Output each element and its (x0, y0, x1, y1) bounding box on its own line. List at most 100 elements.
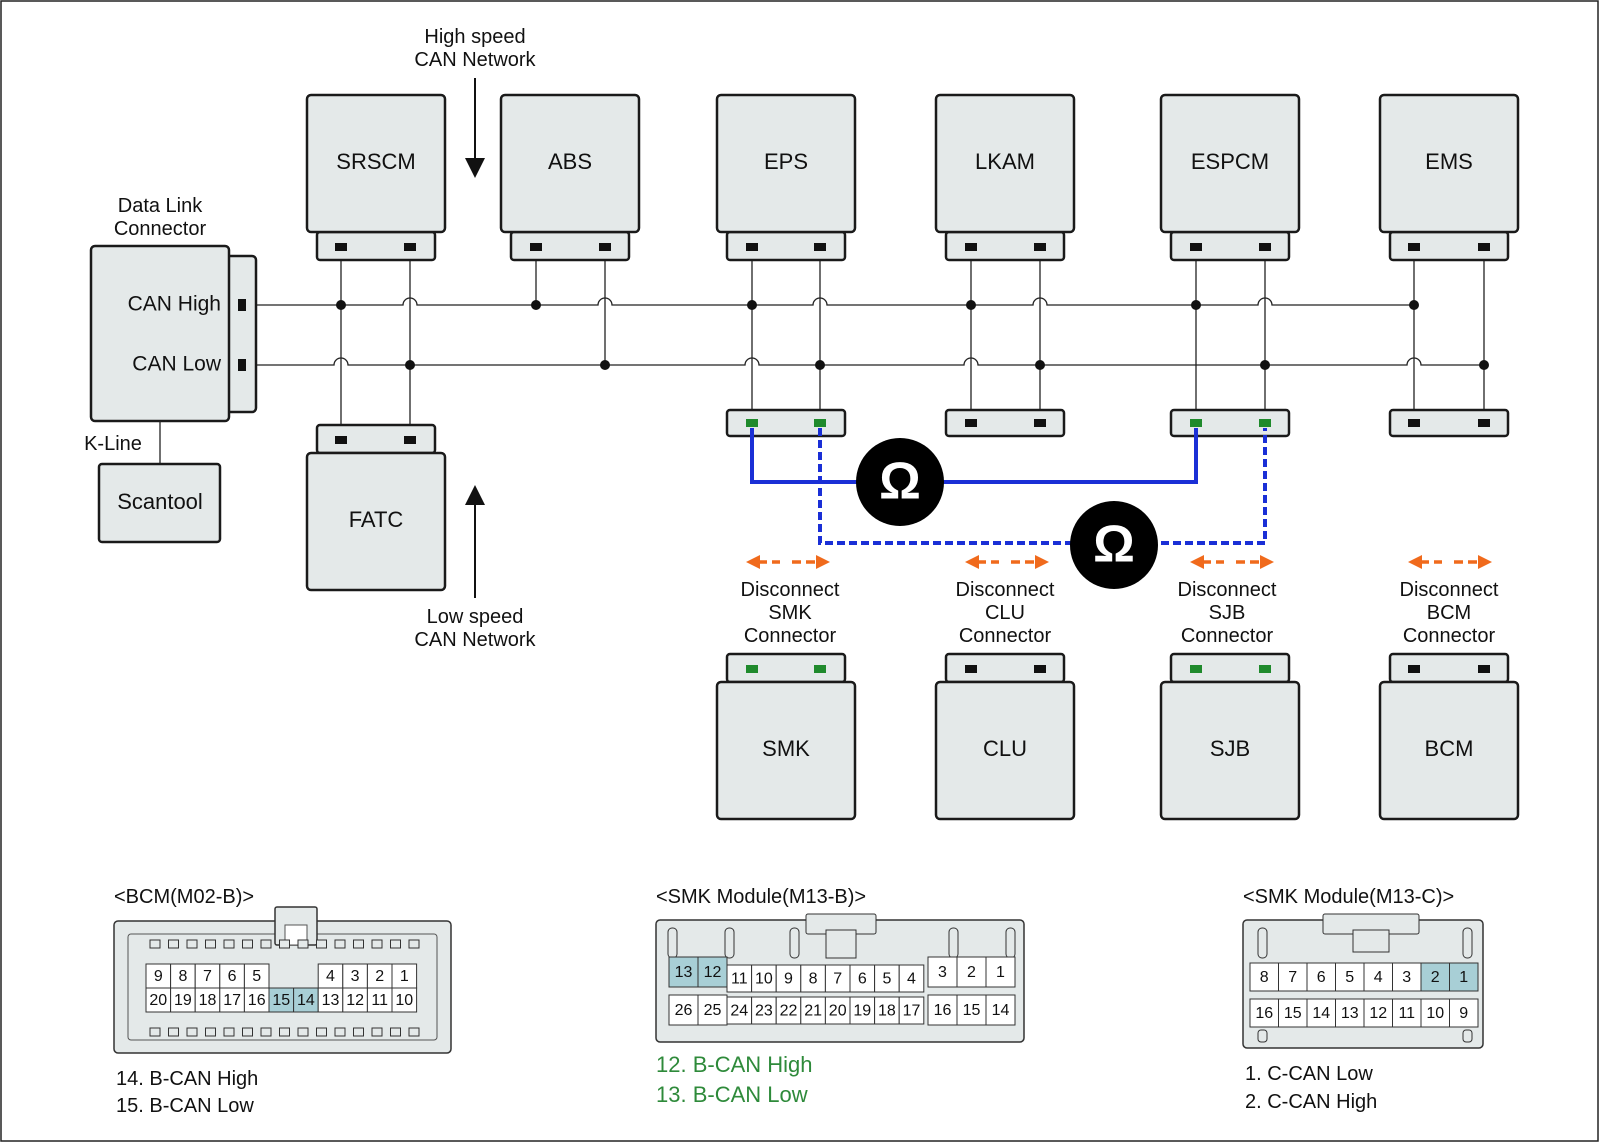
bcm-connector-title: <BCM(M02-B)> (114, 886, 254, 908)
bcm-pin-15 (268, 987, 295, 1013)
clu-harness-connector (944, 408, 1066, 438)
abs-label: ABS (548, 149, 592, 174)
bcm-label: BCM (1425, 736, 1474, 761)
bcm-tooth (279, 939, 290, 949)
module-smk: SMK (715, 652, 857, 821)
smk-b-pin-8 (800, 964, 826, 993)
smk-b-pin-16-label: 16 (934, 1002, 952, 1019)
bcm-tooth (260, 1027, 272, 1037)
svg-text:Disconnect: Disconnect (1400, 579, 1499, 601)
bcm-tooth (223, 939, 235, 949)
bcm-pin-17 (219, 987, 245, 1013)
ohmmeter-icon-2 (1070, 501, 1158, 589)
bcm-pin-4 (317, 963, 344, 989)
smk-b-pin-2 (956, 956, 987, 988)
smk-c-pin-11-label: 11 (1398, 1005, 1415, 1022)
ohmmeter-symbol: Ω (879, 453, 921, 511)
smk-c-connector-title: <SMK Module(M13-C)> (1243, 886, 1454, 908)
smk-c-pin-2 (1420, 962, 1450, 992)
smk-c-pin-5-label: 5 (1345, 969, 1354, 986)
bcm-pin-20-label: 20 (149, 992, 167, 1009)
svg-text:Disconnect: Disconnect (956, 579, 1055, 601)
bcm-pin-5-label: 5 (252, 968, 261, 985)
bcm-pin-3-label: 3 (351, 968, 360, 985)
resistance-measurement: Ω Ω (750, 428, 1267, 589)
smk-c-pin-15-label: 15 (1284, 1005, 1302, 1022)
bcm-pin-20 (145, 987, 172, 1013)
smk-b-pin-21 (800, 996, 826, 1025)
smk-b-pin-24 (726, 996, 753, 1025)
smk-b-pin-23-label: 23 (755, 1003, 773, 1020)
smk-b-pin-17 (898, 996, 925, 1025)
bcm-tooth (408, 1027, 420, 1037)
bcm-pin-16-label: 16 (248, 992, 266, 1009)
smk-c-pin-6-label: 6 (1317, 969, 1326, 986)
bcm-tooth (408, 939, 420, 949)
smk-b-pin-4 (898, 964, 925, 993)
bcm-pin-8-label: 8 (178, 968, 187, 985)
smk-c-pin-15 (1278, 998, 1308, 1028)
smk-c-pin-16-label: 16 (1255, 1005, 1273, 1022)
high-speed-label: High speed (424, 26, 525, 48)
smk-b-pin-19-label: 19 (853, 1003, 871, 1020)
bcm-pin-12-label: 12 (346, 992, 364, 1009)
sjb-label: SJB (1210, 736, 1250, 761)
lkam-label: LKAM (975, 149, 1035, 174)
smk-b-pin-1 (985, 956, 1016, 988)
bcm-tooth (297, 1027, 309, 1037)
bcm-harness-connector (1388, 408, 1510, 438)
smk-b-pin-24-label: 24 (730, 1003, 748, 1020)
bcm-tooth (186, 1027, 198, 1037)
smk-b-pin-2-label: 2 (967, 964, 976, 981)
bcm-pin-13 (317, 987, 344, 1013)
svg-text:Connector: Connector (959, 625, 1052, 647)
bcm-pin-18-label: 18 (199, 992, 217, 1009)
module-lkam: LKAM (934, 93, 1076, 262)
smk-b-pin-20 (824, 996, 851, 1025)
bcm-pin-11-label: 11 (371, 992, 388, 1009)
smk-b-pin-14 (985, 994, 1016, 1026)
bcm-pin-14-label: 14 (297, 992, 315, 1009)
smk-b-pin-12-label: 12 (704, 964, 722, 981)
bcm-legend-2: 15. B-CAN Low (116, 1095, 254, 1117)
low-speed-label: Low speed (427, 606, 524, 628)
measurement-wire-high (750, 428, 1198, 484)
smk-b-legend-1: 12. B-CAN High (656, 1052, 813, 1077)
bcm-tooth (316, 939, 327, 949)
smk-c-pin-3 (1392, 962, 1422, 992)
smk-b-pin-10-label: 10 (755, 971, 773, 988)
bcm-tooth (205, 1027, 216, 1037)
bcm-pin-12 (342, 987, 368, 1013)
module-ems: EMS (1378, 93, 1520, 262)
bcm-pin-1-label: 1 (400, 968, 409, 985)
smk-b-pin-21-label: 21 (804, 1003, 822, 1020)
bcm-pin-10-label: 10 (395, 992, 413, 1009)
bcm-pin-4-label: 4 (326, 968, 335, 985)
smk-c-legend-2: 2. C-CAN High (1245, 1091, 1377, 1113)
bcm-tooth (316, 1027, 327, 1037)
disconnect-arrows (746, 555, 1492, 569)
svg-text:Disconnect: Disconnect (1178, 579, 1277, 601)
fatc-label: FATC (349, 507, 404, 532)
low-speed-label-2: CAN Network (414, 629, 536, 651)
high-speed-label-2: CAN Network (414, 49, 536, 71)
dlc-can-low-label: CAN Low (132, 353, 222, 376)
smk-c-pin-2-label: 2 (1431, 969, 1440, 986)
measurement-wire-low (818, 428, 1267, 545)
smk-c-pin-11 (1392, 998, 1422, 1028)
bcm-tooth (371, 939, 383, 949)
bcm-tooth (390, 939, 401, 949)
smk-c-pin-5 (1335, 962, 1365, 992)
smk-b-pin-3-label: 3 (938, 964, 947, 981)
bcm-pin-6-label: 6 (228, 968, 237, 985)
scantool-box (97, 462, 222, 544)
smk-b-legend-2: 13. B-CAN Low (656, 1082, 808, 1107)
bcm-tooth (390, 1027, 401, 1037)
smk-b-pin-5-label: 5 (882, 971, 891, 988)
bcm-tooth (260, 939, 272, 949)
smk-c-pin-14 (1306, 998, 1336, 1028)
smk-b-pin-13-label: 13 (675, 964, 693, 981)
dlc-can-high-label: CAN High (128, 293, 221, 316)
